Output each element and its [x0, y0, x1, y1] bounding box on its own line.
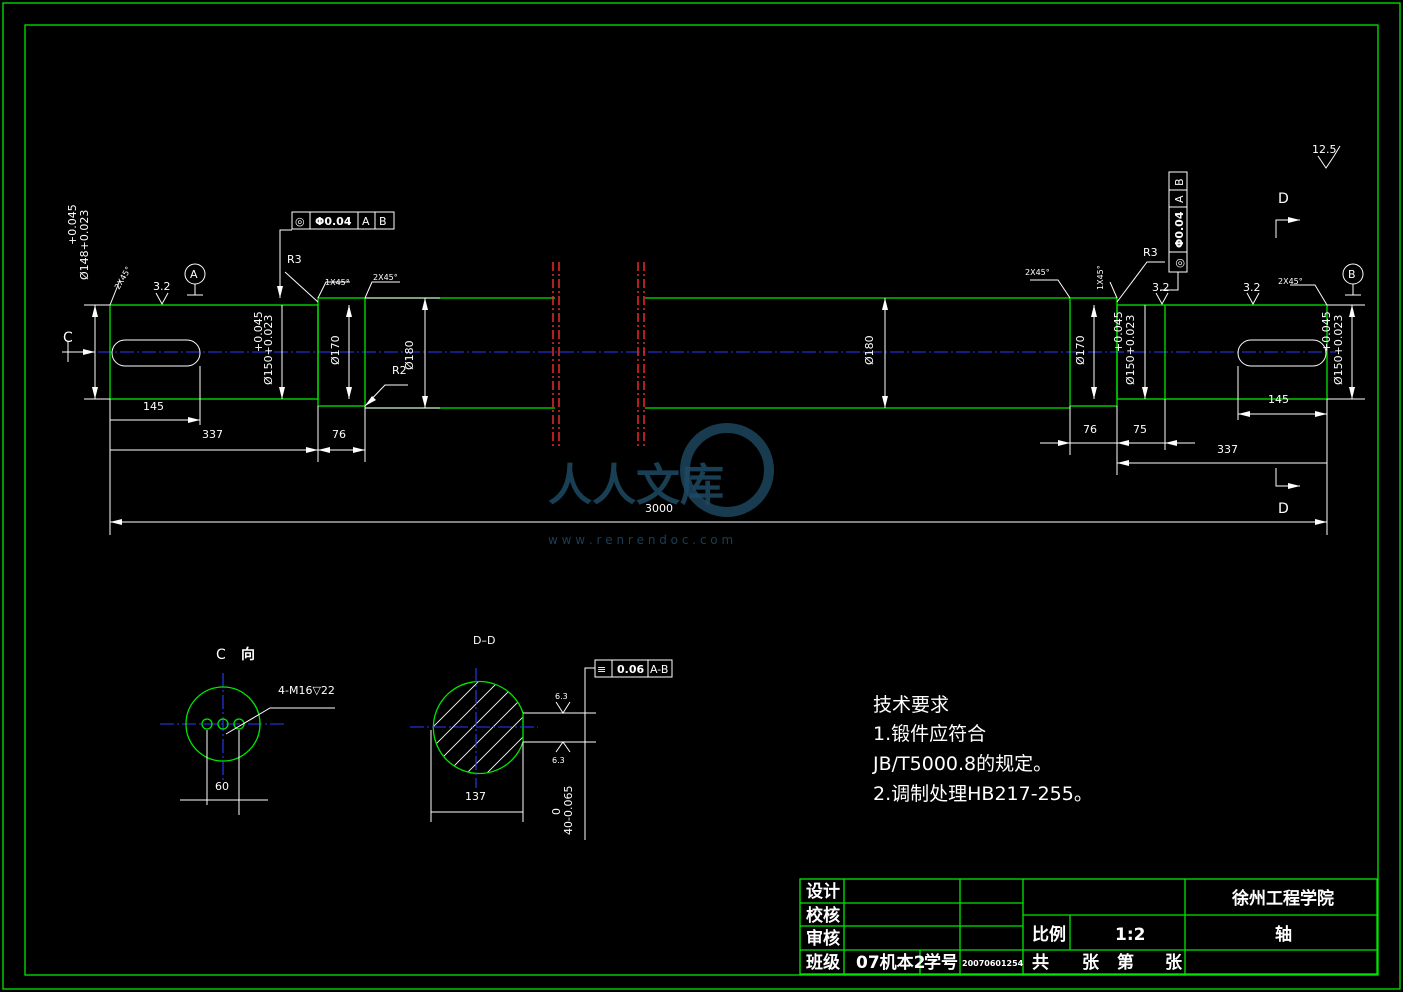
- dia-180-label: Ø180: [863, 335, 876, 365]
- notes-line: JB/T5000.8的规定。: [872, 753, 1052, 775]
- roughness-label: 3.2: [1152, 281, 1170, 294]
- chamfer-label: 1X45°: [325, 278, 350, 287]
- tapped-hole-callout: 4-M16▽22: [278, 684, 335, 697]
- len-145-label: 145: [1268, 393, 1289, 406]
- chamfer-label: 2X45°: [373, 273, 398, 282]
- right-keyway: [1237, 339, 1327, 367]
- len-337-label: 337: [202, 428, 223, 441]
- watermark-url: w w w . r e n r e n d o c . c o m: [548, 533, 733, 547]
- view-c-marker: C: [63, 330, 73, 346]
- section-dd-title: D–D: [473, 634, 495, 647]
- fcf-datum: B: [1173, 178, 1186, 186]
- notes-line: 1.锻件应符合: [873, 723, 986, 745]
- chamfer-label: 2X45°: [1025, 268, 1050, 277]
- notes-title: 技术要求: [873, 694, 949, 716]
- concentricity-icon: ◎: [1173, 258, 1186, 268]
- len-76-label: 76: [1083, 423, 1097, 436]
- len-76-label: 76: [332, 428, 346, 441]
- roughness-label: 3.2: [1243, 281, 1261, 294]
- view-d-marker: D: [1278, 501, 1289, 517]
- technical-notes: 技术要求 1.锻件应符合 JB/T5000.8的规定。 2.调制处理HB217-…: [872, 694, 1093, 805]
- datum-a-label: A: [190, 268, 198, 281]
- dia-170-label: Ø170: [329, 335, 342, 365]
- roughness-label: 6.3: [555, 692, 568, 701]
- student-no-label: 学号: [924, 952, 958, 973]
- radius-r3-label: R3: [1143, 246, 1158, 259]
- radius-r2-label: R2: [392, 364, 407, 377]
- section-width: 137: [465, 790, 486, 803]
- roughness-label: 3.2: [153, 280, 171, 293]
- view-c-width: 60: [215, 780, 229, 793]
- tol-right-end-bot: Ø150+0.023: [1332, 315, 1345, 385]
- view-d-marker: D: [1278, 191, 1289, 207]
- watermark-logo-icon: [680, 423, 774, 517]
- tol-150-top: +0.045: [252, 311, 265, 352]
- dia-170-label: Ø170: [1074, 335, 1087, 365]
- class-label: 班级: [806, 952, 840, 973]
- chamfer-label: 2X45°: [1278, 277, 1303, 286]
- tol-150-bot: Ø150+0.023: [262, 315, 275, 385]
- tol-left-end-top: +0.045: [66, 204, 79, 245]
- len-337-label: 337: [1217, 443, 1238, 456]
- fcf-value: Φ0.04: [1173, 211, 1186, 248]
- dia-180-label: Ø180: [403, 340, 416, 370]
- roughness-label: 6.3: [552, 756, 565, 765]
- fcf-datum: A-B: [650, 663, 668, 676]
- len-145-label: 145: [143, 400, 164, 413]
- radius-r3-label: R3: [287, 253, 302, 266]
- fcf-right: B A Φ0.04 ◎: [1168, 171, 1188, 273]
- len-75-label: 75: [1133, 423, 1147, 436]
- chamfer-label: 2X45°: [113, 265, 133, 291]
- tol-left-end-bot: Ø148+0.023: [78, 210, 91, 280]
- concentricity-icon: ◎: [295, 215, 305, 228]
- fcf-datum: A: [1173, 195, 1186, 203]
- roughness-label: 12.5: [1312, 143, 1337, 156]
- sheet-no-label: 第: [1117, 952, 1134, 973]
- view-c-title: C: [216, 647, 226, 663]
- title-block: 设计 校核 审核 班级 07机本2 学号 20070601254 徐州工程学院 …: [799, 878, 1378, 975]
- part-name: 轴: [1275, 924, 1292, 945]
- watermark-text: 人人文库: [548, 460, 724, 511]
- view-c-title-suffix: 向: [241, 646, 255, 663]
- review-label: 审核: [806, 928, 840, 949]
- arrowheads: [83, 217, 1355, 525]
- sheets-unit: 张: [1082, 953, 1100, 973]
- watermark: 人人文库 w w w . r e n r e n d o c . c o m: [548, 423, 774, 547]
- datum-b-label: B: [1348, 268, 1356, 281]
- keyway-depth-top: 0: [550, 808, 563, 815]
- shaft-main-view: +0.045 Ø148+0.023 2X45° 3.2 A C R3 +0.04…: [62, 143, 1365, 535]
- check-label: 校核: [806, 905, 840, 926]
- fcf-value: Φ0.04: [315, 215, 352, 228]
- scale-label: 比例: [1032, 924, 1066, 945]
- sheets-total-label: 共: [1032, 953, 1049, 973]
- scale-value: 1:2: [1115, 925, 1145, 945]
- section-dd: D–D ≡ 0.06 A-B 6.3 6.3 137: [410, 634, 673, 840]
- class-value: 07机本2: [856, 952, 926, 973]
- right-journal: [1116, 304, 1328, 400]
- symmetry-icon: ≡: [597, 663, 606, 676]
- chamfer-label: 1X45°: [1096, 265, 1105, 290]
- fcf-datum: A: [362, 215, 370, 228]
- inner-frame: [24, 24, 1379, 976]
- keyway-depth-bot: 40-0.065: [562, 786, 575, 835]
- sheets-unit: 张: [1165, 953, 1183, 973]
- tol-150-top: +0.045: [1112, 311, 1125, 352]
- school-name: 徐州工程学院: [1231, 888, 1334, 909]
- dimension-lines: [62, 145, 1365, 535]
- left-collar: [317, 297, 366, 407]
- left-keyway: [111, 339, 201, 367]
- fcf-datum: B: [379, 215, 387, 228]
- fcf-value: 0.06: [617, 663, 644, 676]
- notes-line: 2.调制处理HB217-255。: [873, 783, 1093, 805]
- view-c: C 向 4-M16▽22 60: [160, 646, 335, 815]
- len-3000-label: 3000: [645, 502, 673, 515]
- tol-150-bot: Ø150+0.023: [1124, 315, 1137, 385]
- design-label: 设计: [806, 881, 840, 902]
- tol-right-end-top: +0.045: [1320, 311, 1333, 352]
- fcf-left: ◎ Φ0.04 A B: [291, 211, 395, 230]
- student-no-value: 20070601254: [962, 959, 1024, 968]
